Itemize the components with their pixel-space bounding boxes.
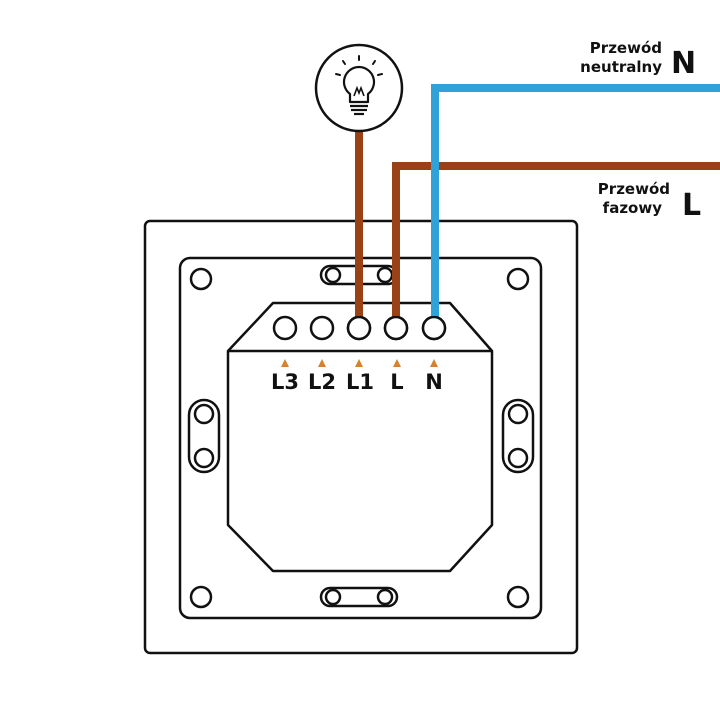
terminal-markers bbox=[281, 359, 438, 367]
neutral-label-line1: Przewód bbox=[590, 39, 662, 57]
terminal-screw-l3 bbox=[272, 315, 298, 341]
terminal-label-l: L bbox=[390, 370, 403, 394]
terminal-screw-l2 bbox=[309, 315, 335, 341]
phase-label-line2: fazowy bbox=[603, 199, 663, 217]
marker-n bbox=[430, 359, 438, 367]
terminal-label-n: N bbox=[425, 370, 443, 394]
neutral-label-line2: neutralny bbox=[580, 58, 662, 76]
mounting-slot-right bbox=[501, 398, 535, 474]
neutral-label-letter: N bbox=[671, 46, 696, 81]
corner-hole-top-left bbox=[189, 267, 213, 291]
light-bulb-icon bbox=[314, 43, 404, 133]
terminal-label-l1: L1 bbox=[346, 370, 374, 394]
marker-l bbox=[393, 359, 401, 367]
switch-module bbox=[226, 301, 494, 573]
marker-l2 bbox=[318, 359, 326, 367]
corner-hole-top-right bbox=[506, 267, 530, 291]
marker-l3 bbox=[281, 359, 289, 367]
marker-l1 bbox=[355, 359, 363, 367]
mounting-slot-bottom bbox=[319, 586, 399, 608]
phase-label-line1: Przewód bbox=[598, 180, 670, 198]
corner-hole-bottom-right bbox=[506, 585, 530, 609]
mounting-slot-left bbox=[187, 398, 221, 474]
terminal-label-l3: L3 bbox=[271, 370, 299, 394]
terminal-label-l2: L2 bbox=[308, 370, 336, 394]
corner-hole-bottom-left bbox=[189, 585, 213, 609]
phase-label-letter: L bbox=[682, 188, 701, 223]
